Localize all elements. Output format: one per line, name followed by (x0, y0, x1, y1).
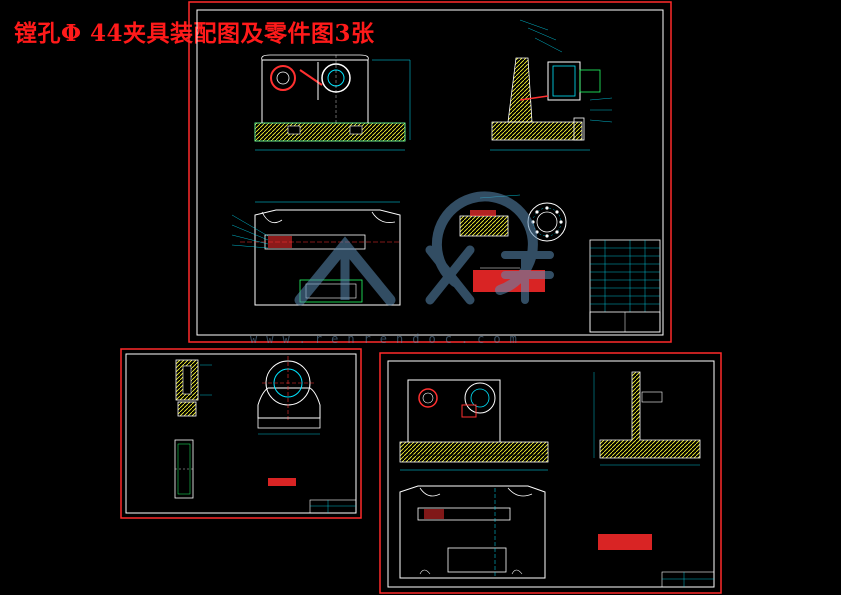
assembly-front-view (254, 54, 411, 151)
part-small-bottom-view (174, 439, 194, 499)
sheet-part-small (120, 348, 362, 519)
part-small-title-block (309, 499, 357, 514)
page-title: 镗孔Φ 44夹具装配图及零件图3张 (14, 20, 375, 47)
watermark-logo (294, 191, 554, 306)
part-large-side-view (593, 371, 701, 466)
assembly-parts-list (589, 239, 661, 333)
part-large-notes (598, 534, 652, 550)
part-small-side-view (175, 359, 212, 417)
watermark-url: www.renrendoc.com (250, 332, 526, 346)
sheet-part-large (379, 352, 722, 594)
part-small-front-view (257, 356, 321, 435)
sheet-assembly (188, 1, 672, 343)
part-small-notes (268, 478, 296, 486)
part-large-plan-view (399, 485, 546, 579)
part-large-front-view (399, 379, 549, 471)
assembly-side-view (490, 19, 613, 151)
part-large-title-block (661, 571, 715, 588)
